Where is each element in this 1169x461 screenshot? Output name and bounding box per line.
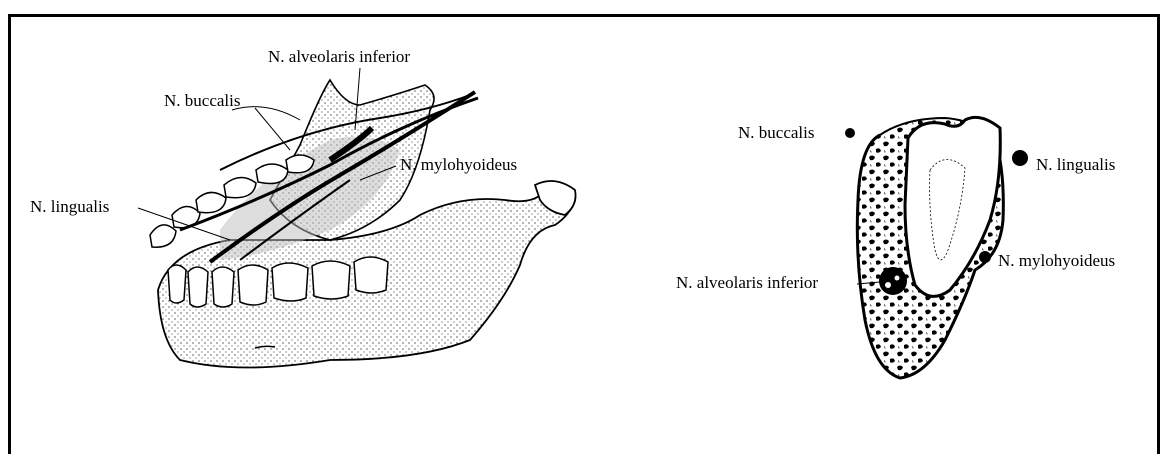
tooth-crown-root: [905, 117, 1000, 296]
label-n-alveolaris-inferior-section: N. alveolaris inferior: [676, 274, 818, 291]
canal-alveolaris-inferior: [879, 267, 907, 295]
mandible-drawing: [138, 68, 576, 368]
label-n-mylohyoideus-section: N. mylohyoideus: [998, 252, 1115, 269]
dot-buccalis: [845, 128, 855, 138]
label-n-lingualis-section: N. lingualis: [1036, 156, 1115, 173]
dot-lingualis: [1012, 150, 1028, 166]
cross-section-drawing: [845, 117, 1028, 378]
label-n-buccalis-mandible: N. buccalis: [164, 92, 240, 109]
dot-mylohyoideus: [979, 251, 991, 263]
label-n-lingualis-mandible: N. lingualis: [30, 198, 109, 215]
label-n-buccalis-section: N. buccalis: [738, 124, 814, 141]
label-n-alveolaris-inferior-mandible: N. alveolaris inferior: [268, 48, 410, 65]
label-n-mylohyoideus-mandible: N. mylohyoideus: [400, 156, 517, 173]
